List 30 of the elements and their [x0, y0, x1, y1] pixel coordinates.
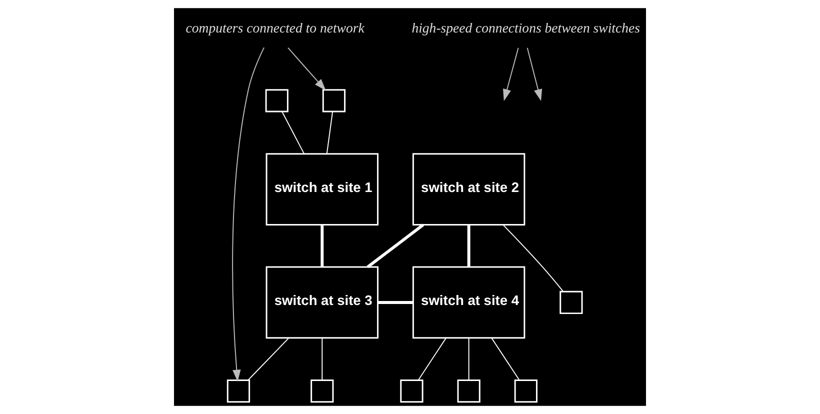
node-box — [265, 89, 288, 112]
arrow — [526, 47, 542, 102]
arrow — [232, 47, 264, 382]
node-box — [310, 380, 334, 403]
connector — [320, 224, 324, 267]
arrow — [288, 47, 326, 91]
node-box: switch at site 2 — [412, 153, 526, 226]
node-box — [322, 89, 346, 112]
node-box — [560, 290, 583, 314]
connector — [468, 337, 470, 380]
connector — [418, 337, 447, 380]
connector — [467, 224, 470, 267]
connector — [366, 224, 424, 268]
node-box: switch at site 3 — [266, 266, 378, 339]
connector — [282, 111, 305, 154]
node-box — [226, 380, 250, 403]
connector — [248, 337, 290, 380]
node-box — [457, 380, 480, 403]
arrow — [503, 47, 519, 102]
node-box — [400, 380, 424, 403]
connector — [491, 337, 520, 380]
connector — [502, 224, 564, 292]
node-box: switch at site 1 — [266, 153, 378, 226]
connector — [326, 111, 334, 154]
connector — [378, 301, 414, 304]
node-text: high-speed connections between switches — [412, 20, 640, 36]
node-text: computers connected to network — [186, 20, 364, 36]
node-box: switch at site 4 — [412, 266, 526, 339]
node-box — [514, 380, 538, 403]
connector — [322, 337, 323, 380]
